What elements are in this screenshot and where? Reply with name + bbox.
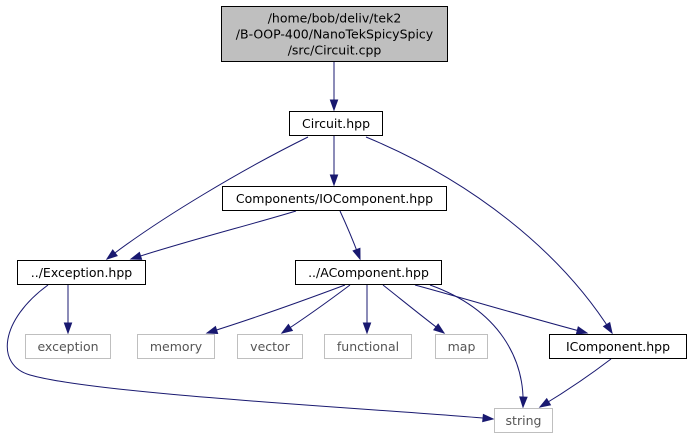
node-label: IComponent.hpp: [566, 339, 670, 354]
edge-line: [365, 136, 613, 334]
node-box: [237, 334, 303, 359]
node-label: /home/bob/deliv/tek2: [268, 11, 402, 26]
edge-line: [106, 136, 309, 260]
node-box: [435, 334, 488, 359]
node-label: exception: [37, 339, 98, 354]
edge-circuit_hpp-to-iocomponent_hpp: [329, 136, 339, 187]
arrowhead: [433, 323, 446, 334]
edge-iocomponent_hpp-to-acomponent_hpp: [339, 210, 361, 261]
arrowhead: [105, 249, 118, 260]
edge-circuit_hpp-to-exception_hpp: [105, 136, 309, 260]
arrowhead: [280, 323, 294, 334]
node-label: vector: [250, 339, 291, 354]
node-acomponent-hpp[interactable]: ../AComponent.hpp: [295, 260, 442, 285]
arrowhead: [63, 322, 73, 335]
node-iocomponent-hpp[interactable]: Components/IOComponent.hpp: [222, 186, 447, 211]
node-string-sys: string: [494, 408, 553, 433]
edge-line: [414, 284, 588, 334]
edges-layer: [6, 62, 613, 423]
node-label: ../AComponent.hpp: [308, 265, 429, 280]
edge-circuit_hpp-to-icomponent_hpp: [365, 136, 613, 335]
edge-line: [382, 284, 445, 334]
edge-line: [130, 210, 297, 260]
arrowhead: [352, 247, 361, 261]
node-box: [17, 260, 146, 285]
node-label: string: [506, 413, 542, 428]
node-label: map: [448, 339, 476, 354]
node-box: [289, 111, 383, 136]
arrowhead: [205, 325, 219, 334]
arrowhead: [129, 251, 143, 260]
edge-circuit_cpp-to-circuit_hpp: [329, 62, 339, 112]
arrowhead: [602, 321, 613, 335]
nodes-layer: /home/bob/deliv/tek2/B-OOP-400/NanoTekSp…: [17, 6, 687, 433]
node-vector-sys: vector: [237, 334, 303, 359]
edge-acomponent_hpp-to-icomponent_hpp: [414, 284, 589, 335]
arrowhead: [482, 413, 495, 423]
edge-exception_hpp-to-exception_sys: [63, 285, 73, 335]
node-circuit-hpp[interactable]: Circuit.hpp: [289, 111, 383, 136]
node-label: /src/Circuit.cpp: [288, 43, 382, 58]
node-box: [295, 260, 442, 285]
node-label: Components/IOComponent.hpp: [236, 191, 433, 206]
edge-line: [429, 284, 524, 408]
edge-line: [206, 284, 346, 334]
edge-icomponent_hpp-to-string_sys: [538, 358, 612, 408]
arrowhead: [329, 99, 339, 112]
edge-line: [6, 284, 494, 420]
node-label: functional: [337, 339, 399, 354]
edge-acomponent_hpp-to-map_sys: [382, 284, 446, 334]
edge-iocomponent_hpp-to-exception_hpp: [129, 210, 297, 260]
node-memory-sys: memory: [137, 334, 215, 359]
node-label: ../Exception.hpp: [31, 265, 133, 280]
node-box: [549, 334, 687, 359]
node-circuit-cpp[interactable]: /home/bob/deliv/tek2/B-OOP-400/NanoTekSp…: [221, 6, 448, 62]
node-box: [137, 334, 215, 359]
node-label: /B-OOP-400/NanoTekSpicySpicy: [236, 27, 434, 42]
edge-acomponent_hpp-to-string_sys: [429, 284, 528, 409]
node-box: [222, 186, 447, 211]
edge-acomponent_hpp-to-vector_sys: [280, 284, 351, 334]
node-exception-hpp[interactable]: ../Exception.hpp: [17, 260, 146, 285]
node-label: Circuit.hpp: [302, 116, 370, 131]
node-icomponent-hpp[interactable]: IComponent.hpp: [549, 334, 687, 359]
edge-acomponent_hpp-to-functional_sys: [362, 285, 372, 335]
node-exception-sys: exception: [25, 334, 111, 359]
arrowhead: [575, 326, 589, 335]
edge-line: [539, 358, 612, 408]
arrowhead: [362, 322, 372, 335]
edge-acomponent_hpp-to-memory_sys: [205, 284, 346, 334]
edge-exception_hpp-to-string_sys: [6, 284, 495, 423]
node-box: [324, 334, 412, 359]
arrowhead: [519, 396, 528, 409]
node-box: [494, 408, 553, 433]
arrowhead: [538, 397, 552, 408]
node-map-sys: map: [435, 334, 488, 359]
node-box: [221, 6, 448, 62]
edge-line: [281, 284, 351, 334]
arrowhead: [329, 174, 339, 187]
node-label: memory: [150, 339, 203, 354]
node-box: [25, 334, 111, 359]
node-functional-sys: functional: [324, 334, 412, 359]
